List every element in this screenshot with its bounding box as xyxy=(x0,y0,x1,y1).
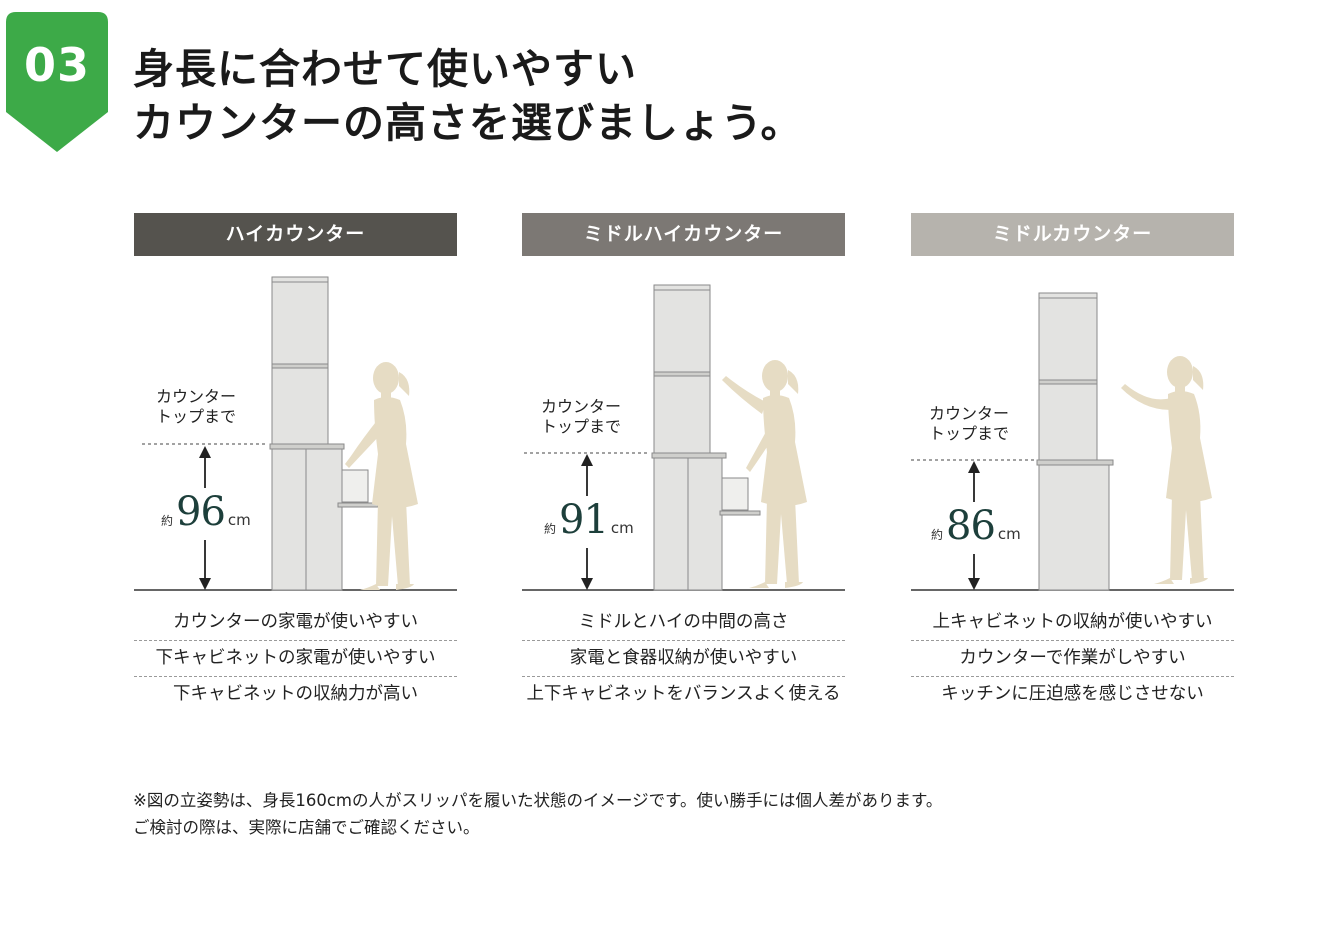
panel-header: ミドルハイカウンター xyxy=(522,213,845,256)
feature-list: 上キャビネットの収納が使いやすい カウンターで作業がしやすい キッチンに圧迫感を… xyxy=(911,605,1234,711)
panel-middle-counter: ミドルカウンター カウンター トップまで xyxy=(911,213,1234,713)
section-number: 03 xyxy=(23,38,90,92)
kitchen-illustration xyxy=(134,276,457,591)
feature-item: 家電と食器収納が使いやすい xyxy=(522,640,845,675)
title-line-1: 身長に合わせて使いやすい xyxy=(133,45,637,93)
cabinet xyxy=(269,276,379,591)
height-value: 86 xyxy=(946,503,996,549)
panel-header: ミドルカウンター xyxy=(911,213,1234,256)
footnote: ※図の立姿勢は、身長160cmの人がスリッパを履いた状態のイメージです。使い勝手… xyxy=(133,787,942,841)
panel-high-counter: ハイカウンター xyxy=(134,213,457,713)
feature-item: 上キャビネットの収納が使いやすい xyxy=(932,612,1213,632)
feature-item: 下キャビネットの収納力が高い xyxy=(134,676,457,711)
approx-prefix: 約 xyxy=(161,514,174,528)
feature-item: カウンターの家電が使いやすい xyxy=(173,612,418,632)
footnote-line-2: ご検討の際は、実際に店舗でご確認ください。 xyxy=(133,818,480,837)
woman-silhouette-icon xyxy=(1121,356,1212,584)
cabinet xyxy=(651,284,761,591)
feature-item: 上下キャビネットをバランスよく使える xyxy=(522,676,845,711)
counter-top-label: カウンター トップまで xyxy=(156,387,237,426)
height-arrow xyxy=(199,446,211,590)
approx-prefix: 約 xyxy=(931,528,944,542)
height-value: 96 xyxy=(176,489,226,535)
feature-list: ミドルとハイの中間の高さ 家電と食器収納が使いやすい 上下キャビネットをバランス… xyxy=(522,605,845,711)
kitchen-illustration xyxy=(522,284,845,591)
cabinet xyxy=(1036,292,1114,591)
section-number-badge xyxy=(6,12,108,152)
badge-shape xyxy=(6,12,108,152)
feature-item: ミドルとハイの中間の高さ xyxy=(578,612,789,632)
counter-top-label: カウンター トップまで xyxy=(541,397,622,436)
kitchen-illustration xyxy=(911,292,1234,591)
feature-item: キッチンに圧迫感を感じさせない xyxy=(911,676,1234,711)
approx-prefix: 約 xyxy=(544,522,557,536)
panel-middle-high-counter: ミドルハイカウンター xyxy=(522,213,845,713)
height-value: 91 xyxy=(559,497,609,543)
title-line-2: カウンターの高さを選びましょう。 xyxy=(133,99,803,147)
counter-top-label: カウンター トップまで xyxy=(929,404,1010,443)
woman-silhouette-icon xyxy=(345,362,418,590)
height-arrow xyxy=(968,461,980,590)
height-unit: cm xyxy=(227,511,251,529)
height-unit: cm xyxy=(610,519,634,537)
height-arrow xyxy=(581,454,593,590)
feature-item: 下キャビネットの家電が使いやすい xyxy=(134,640,457,675)
feature-list: カウンターの家電が使いやすい 下キャビネットの家電が使いやすい 下キャビネットの… xyxy=(134,605,457,711)
feature-item: カウンターで作業がしやすい xyxy=(911,640,1234,675)
page-title: 身長に合わせて使いやすい カウンターの高さを選びましょう。 xyxy=(133,42,803,150)
woman-silhouette-icon xyxy=(722,360,807,588)
height-unit: cm xyxy=(997,525,1021,543)
panel-header: ハイカウンター xyxy=(134,213,457,256)
footnote-line-1: ※図の立姿勢は、身長160cmの人がスリッパを履いた状態のイメージです。使い勝手… xyxy=(133,791,943,810)
